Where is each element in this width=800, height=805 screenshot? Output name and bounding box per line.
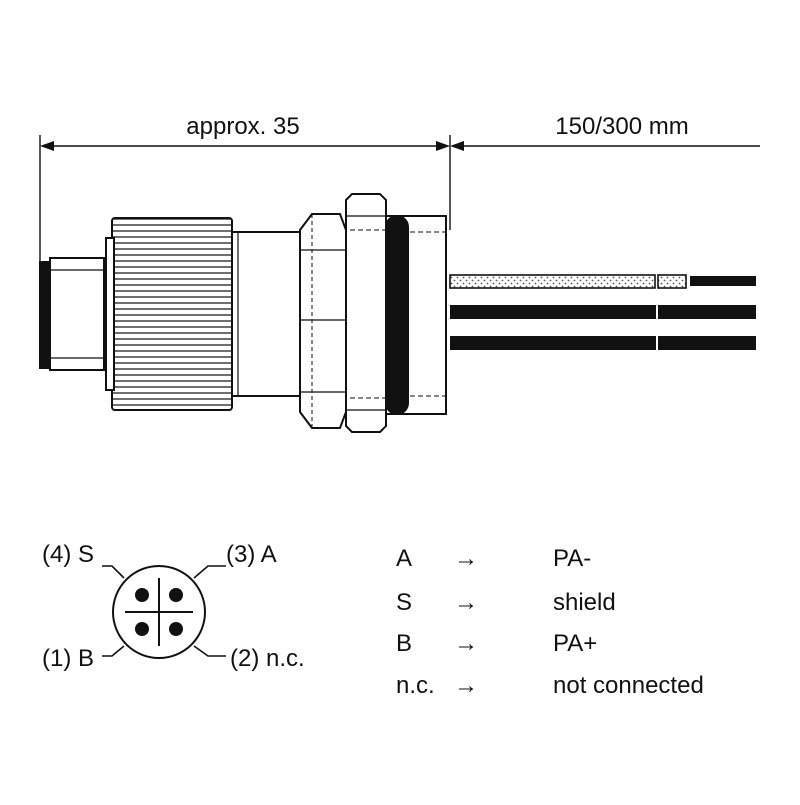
cable-length-label: 150/300 mm: [555, 113, 688, 140]
legend-meaning: PA+: [553, 630, 597, 657]
shield-wire-tip: [657, 274, 687, 289]
connector-length-label: approx. 35: [186, 113, 299, 140]
arrowhead-mid-right: [450, 141, 464, 151]
knurled-nut: [111, 217, 233, 411]
pinout-diagram: (4) S (3) A (1) B (2) n.c.: [42, 541, 305, 672]
pin-3-dot: [169, 588, 183, 602]
legend-arrow: →: [454, 630, 478, 657]
plug-face: [39, 261, 51, 369]
leader-pin-1: [102, 645, 125, 657]
pin-assignment-legend: A → PA- S → shield B → PA+ n.c. → not co…: [396, 545, 704, 699]
m12-connector: [39, 193, 447, 433]
wire-3: [450, 336, 656, 350]
arrowhead-mid-left: [436, 141, 450, 151]
shield-wire-end: [690, 276, 756, 286]
wire-2: [450, 305, 656, 319]
pin-2-label: (2) n.c.: [230, 645, 305, 672]
pin-1-dot: [135, 622, 149, 636]
pin-1-label: (1) B: [42, 645, 94, 672]
legend-code: B: [396, 630, 412, 657]
legend-arrow: →: [454, 672, 478, 699]
plug-sleeve: [49, 257, 105, 371]
legend-code: A: [396, 545, 412, 572]
legend-arrow: →: [454, 589, 478, 616]
dimension-lines: [39, 135, 760, 262]
hex-nut-front: [299, 213, 347, 429]
cable-wires: [449, 274, 756, 350]
pin-3-label: (3) A: [226, 541, 277, 568]
body-sleeve: [231, 231, 301, 397]
legend-code: S: [396, 589, 412, 616]
pin-4-label: (4) S: [42, 541, 94, 568]
shield-wire: [449, 274, 656, 289]
leader-pin-4: [102, 565, 125, 579]
legend-meaning: shield: [553, 589, 616, 616]
wire-2-end: [658, 305, 756, 319]
leader-pin-3: [193, 565, 226, 579]
dimension-arrows: [40, 141, 464, 151]
wire-3-end: [658, 336, 756, 350]
panel-nut: [345, 193, 387, 433]
o-ring: [385, 215, 409, 415]
legend-meaning: PA-: [553, 545, 591, 572]
legend-meaning: not connected: [553, 672, 704, 699]
legend-code: n.c.: [396, 672, 435, 699]
leader-pin-2: [193, 645, 226, 657]
legend-arrow: →: [454, 545, 478, 572]
arrowhead-left: [40, 141, 54, 151]
pin-4-dot: [135, 588, 149, 602]
pin-2-dot: [169, 622, 183, 636]
